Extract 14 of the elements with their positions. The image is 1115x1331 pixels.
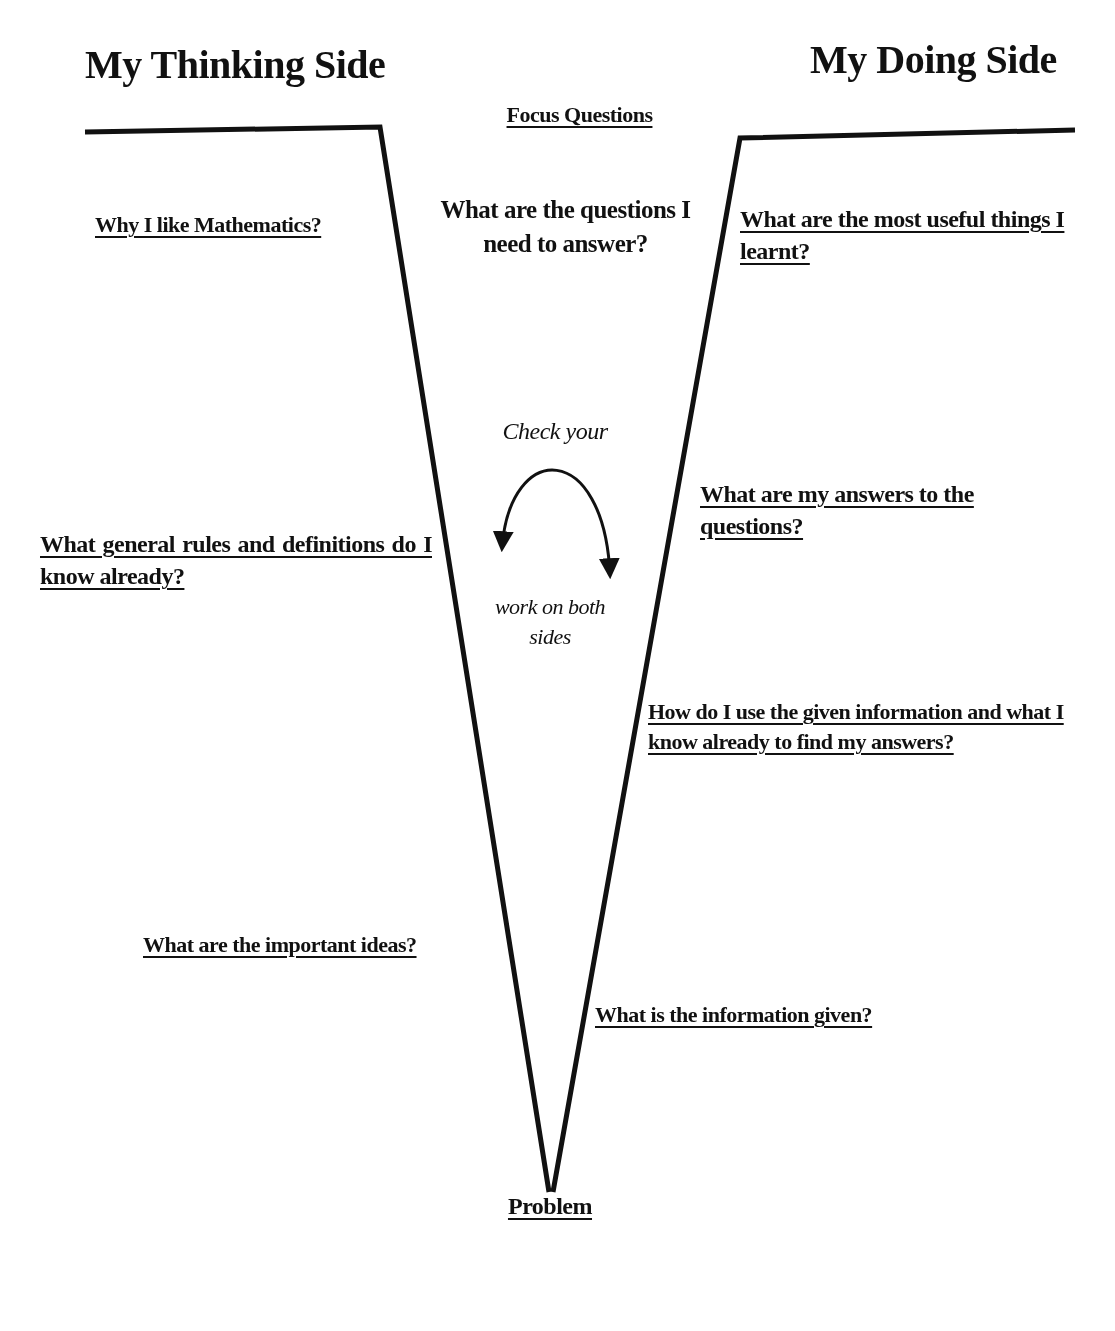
question-text: What are the questions I need to answer?: [439, 195, 692, 259]
note-text: work on both sides: [493, 593, 607, 651]
question-text: What are my answers to the questions?: [700, 480, 975, 542]
question-text: Why I like Mathematics?: [95, 211, 323, 239]
side-heading: My Doing Side: [810, 36, 1058, 84]
side-heading: My Thinking Side: [85, 41, 387, 89]
question-text: Focus Questions: [505, 101, 654, 129]
question-text: What are the important ideas?: [143, 931, 418, 959]
question-text: What general rules and definitions do I know already?: [40, 530, 432, 592]
question-text: What is the information given?: [595, 1001, 874, 1029]
question-text: What are the most useful things I learnt?: [740, 205, 1066, 267]
question-text: Problem: [506, 1192, 593, 1221]
note-text: Check your: [501, 417, 609, 446]
question-text: How do I use the given information and what I know already to find my answers?: [648, 698, 1065, 756]
